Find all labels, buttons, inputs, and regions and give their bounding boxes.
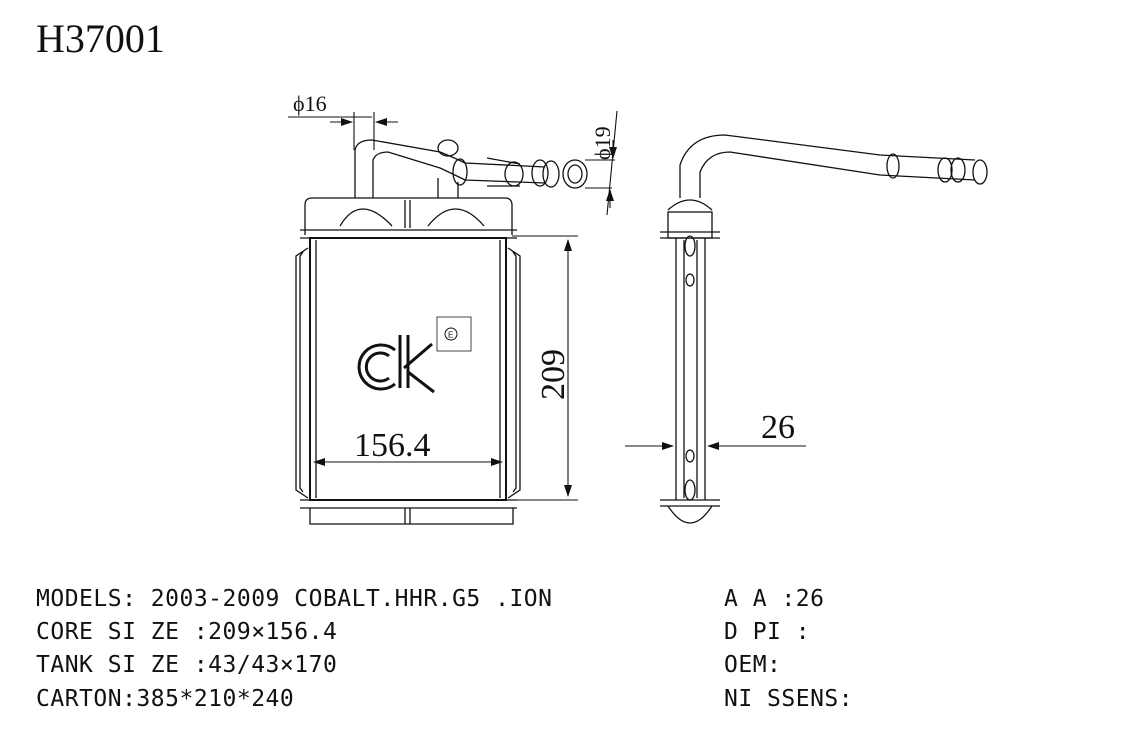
lower-tank	[300, 499, 517, 525]
depth-label: 26	[761, 409, 795, 446]
height-dimension	[512, 235, 578, 501]
core	[309, 237, 507, 501]
part-number-title: H37001	[36, 16, 165, 61]
spec-dpi: D PI :	[724, 619, 811, 645]
diameter-16-dimension	[288, 112, 398, 150]
diameter-16-label: ϕ16	[293, 91, 327, 116]
brand-logo: E	[357, 316, 472, 394]
spec-models: MODELS: 2003-2009 COBALT.HHR.G5 .ION	[36, 586, 553, 612]
diameter-19-dimension	[585, 110, 618, 216]
width-label: 156.4	[354, 427, 431, 464]
spec-tank-size: TANK SI ZE :43/43×170	[36, 652, 338, 678]
upper-tank	[300, 197, 517, 239]
spec-oem: OEM:	[724, 652, 782, 678]
logo-mark-label: E	[448, 331, 453, 340]
side-plates	[295, 247, 521, 499]
spec-nissens: NI SSENS:	[724, 686, 854, 712]
side-view	[660, 134, 988, 524]
spec-aa: A A :26	[724, 586, 825, 612]
spec-core-size: CORE SI ZE :209×156.4	[36, 619, 338, 645]
diameter-19-label: ϕ19	[590, 126, 615, 160]
front-view	[295, 139, 588, 525]
height-label: 209	[535, 349, 572, 400]
pipes	[354, 139, 588, 198]
spec-carton: CARTON:385*210*240	[36, 686, 295, 712]
